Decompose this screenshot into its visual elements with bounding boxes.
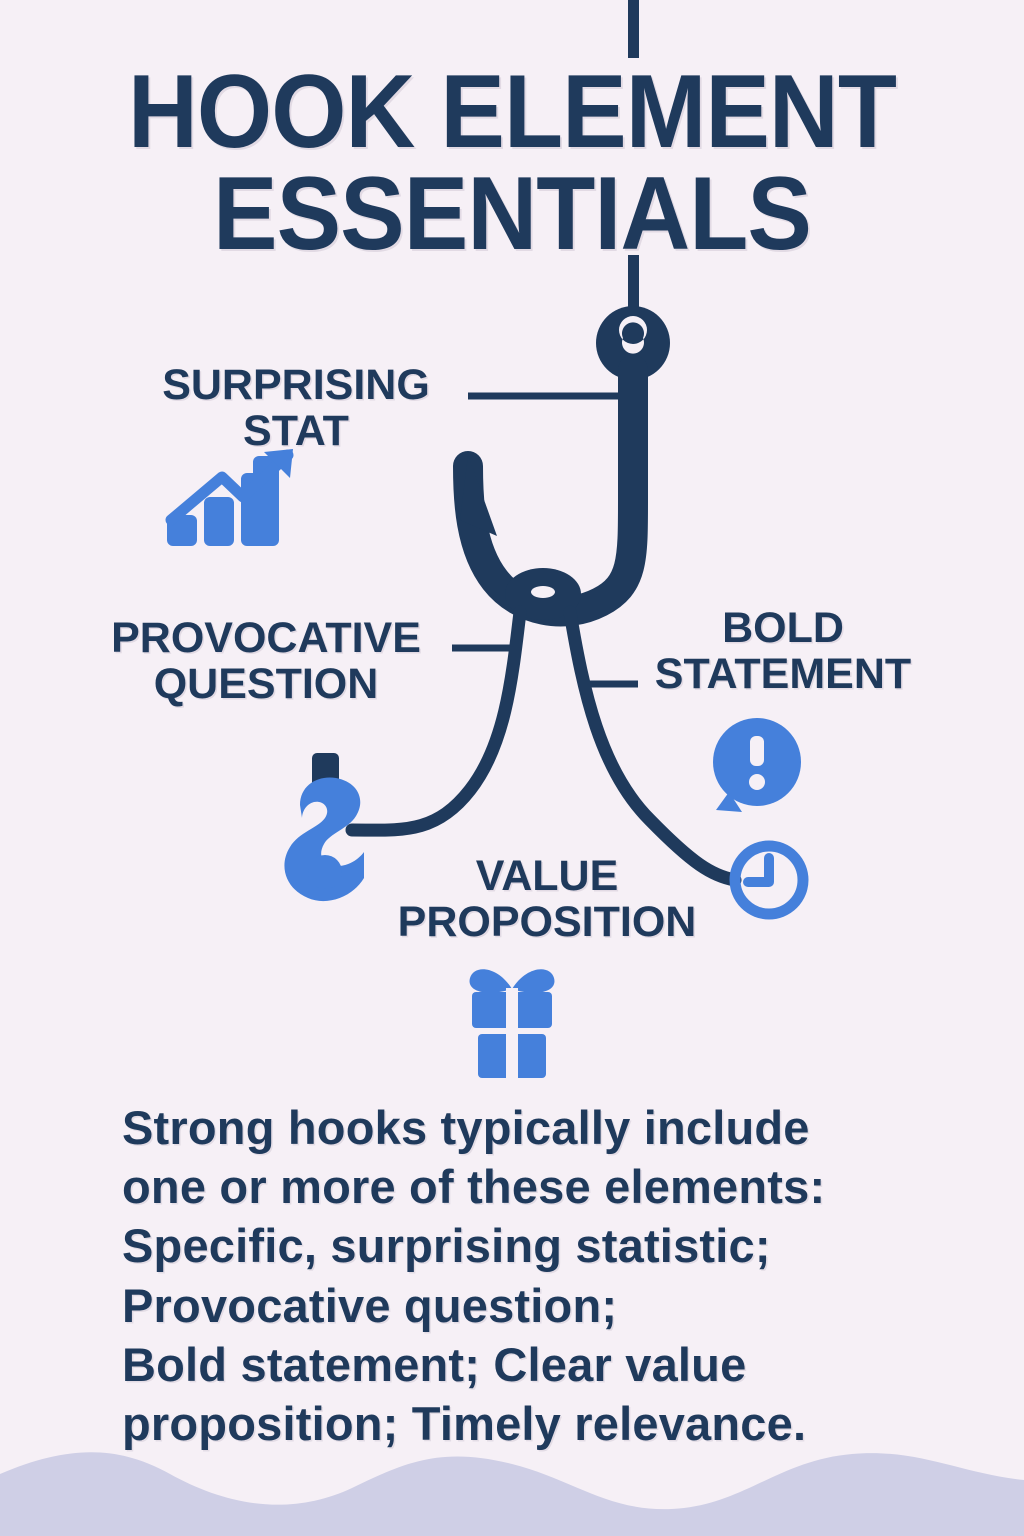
hook-barb [460,455,497,536]
connector-curve-right [563,605,742,887]
label-surprising-stat: SURPRISING STAT [162,361,430,456]
label-value-proposition: VALUE PROPOSITION [397,852,697,947]
fishing-line-lower [628,255,639,323]
hook-eyelet [596,306,670,380]
wave-shape [0,1452,1024,1536]
bar-chart-growth-icon [165,449,294,546]
gift-bow-right [512,969,555,993]
gift-ribbon-gap [506,988,518,1080]
clock-hands [743,853,774,887]
title-line-1: HOOK ELEMENT [127,54,897,170]
body-paragraph: Strong hooks typically include one or mo… [122,1101,826,1451]
clock-icon [729,840,809,920]
connector-curve-left [345,605,527,837]
fishing-hook-icon [453,306,670,627]
title-line-2: ESSENTIALS [213,155,812,272]
gift-box-icon [469,969,555,1080]
label-bold-statement: BOLD STATEMENT [654,604,912,699]
hook-ring-bump-hole [531,586,555,598]
page-title: HOOK ELEMENT ESSENTIALS [0,54,1024,272]
gift-bow-left [469,969,512,993]
label-provocative-question: PROVOCATIVE QUESTION [111,614,421,709]
fishing-line-top [628,0,639,58]
exclamation-stem [750,736,764,766]
question-mark-icon [284,753,364,902]
hook-eyelet-hole [619,316,647,354]
speech-bubble-exclamation-icon [713,718,801,812]
exclamation-dot [749,774,765,790]
speech-bubble-tail [716,792,742,812]
bottom-wave-decoration [0,1452,1024,1536]
